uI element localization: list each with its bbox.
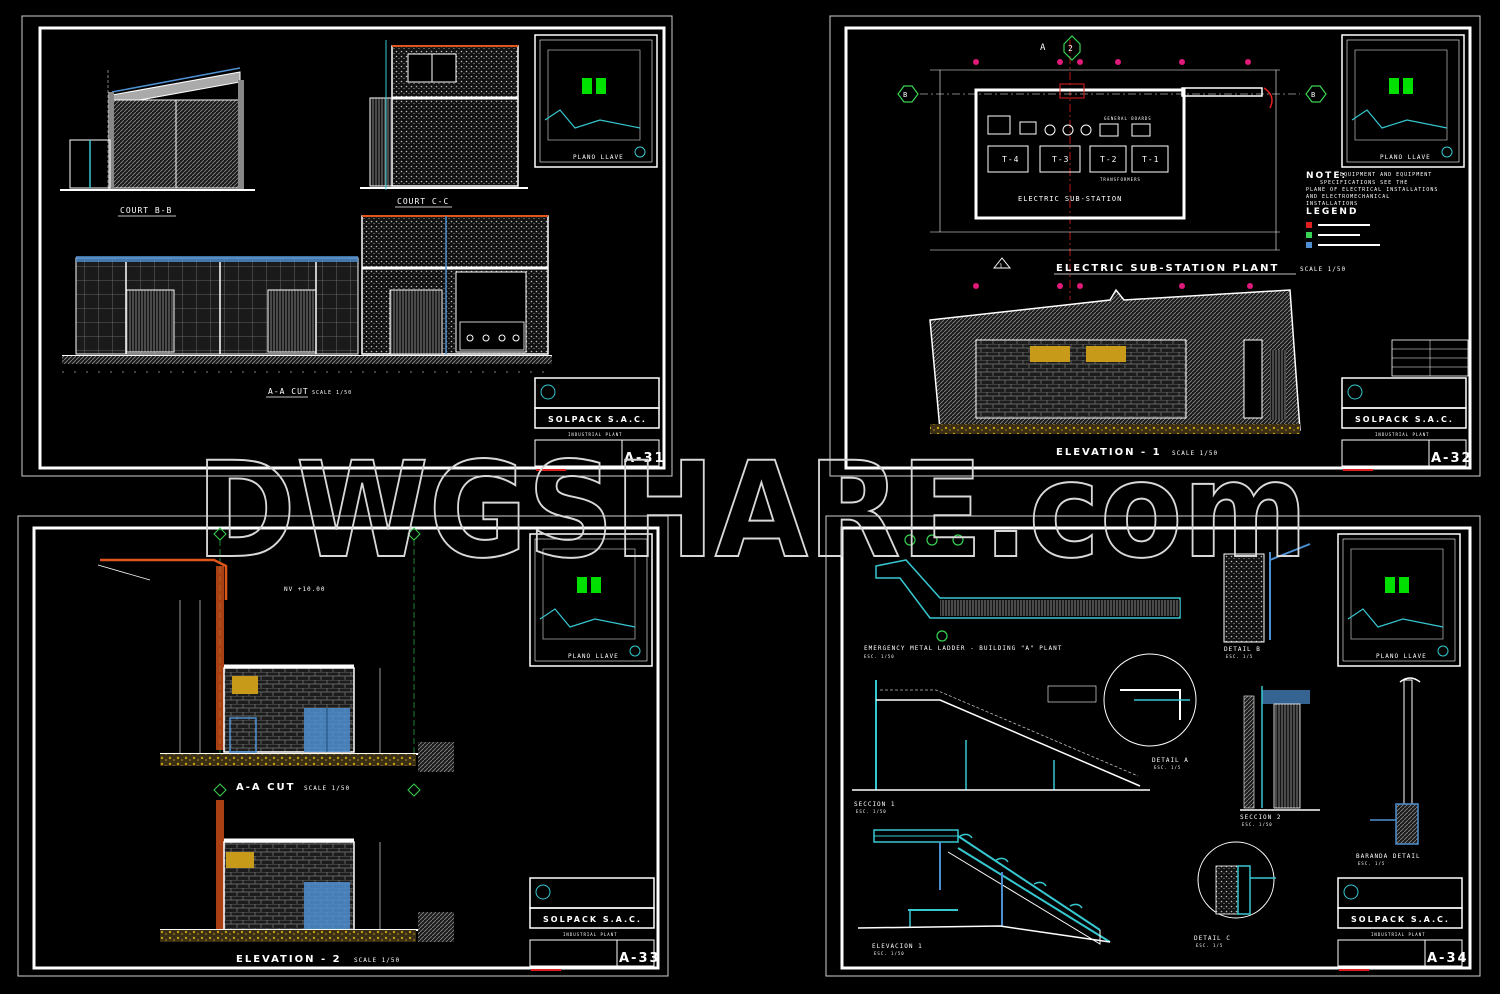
aa-cut-elevation-drawing: NV +10.00 A-A CUT SCALE 1/50: [97, 527, 454, 793]
project-name: INDUSTRIAL PLANT: [1375, 432, 1430, 437]
detail-a: DETAIL A ESC. 1/5: [1103, 653, 1197, 770]
axis-2-label: 2: [1068, 44, 1074, 53]
project-name: INDUSTRIAL PLANT: [1371, 932, 1426, 937]
company-name: SOLPACK S.A.C.: [1355, 415, 1454, 424]
aa-cut-scale: SCALE 1/50: [312, 390, 352, 396]
note-line-4: AND ELECTROMECHANICAL: [1306, 194, 1390, 200]
baranda-detail: BARANDA DETAIL ESC. 1/5: [1356, 677, 1421, 866]
sheet-number: A-31: [624, 451, 666, 466]
transformer-t2: T-2: [1100, 155, 1117, 164]
company-name: SOLPACK S.A.C.: [1351, 915, 1450, 924]
detail-b: DETAIL B ESC. 1/5: [1223, 543, 1311, 659]
emergency-ladder-plan: EMERGENCY METAL LADDER - BUILDING "A" PL…: [864, 534, 1181, 659]
transformer-t1: T-1: [1142, 155, 1159, 164]
key-plan-a33: PLANO LLAVE: [529, 533, 653, 667]
sheet-inner-border: [38, 26, 666, 470]
section-1-scale: ESC. 1/50: [856, 809, 887, 814]
section-1-stair: SECCION 1 ESC. 1/50: [852, 680, 1150, 814]
key-plan-label: PLANO LLAVE: [1376, 653, 1427, 660]
legend-title: LEGEND: [1306, 207, 1358, 217]
elevation-1-stair: ELEVACION 1 ESC. 1/50: [857, 829, 1111, 956]
transformers-label: TRANSFORMERS: [1100, 177, 1141, 182]
note-line-3: PLANE OF ELECTRICAL INSTALLATIONS: [1306, 187, 1438, 193]
section-2-title: SECCION 2: [1240, 814, 1282, 821]
court-cc-title: COURT C-C: [397, 197, 449, 206]
sheet-a31: COURT B-B COURT C-C: [21, 15, 673, 477]
note-line-1: EQUIPMENT AND EQUIPMENT: [1340, 172, 1432, 178]
detail-a-scale: ESC. 1/5: [1154, 765, 1181, 770]
company-name: SOLPACK S.A.C.: [543, 915, 642, 924]
aa-cut-scale: SCALE 1/50: [304, 785, 350, 792]
column-markers: [973, 59, 1251, 65]
elevation-1-scale: SCALE 1/50: [1172, 450, 1218, 457]
detail-c: DETAIL C ESC. 1/5: [1194, 841, 1276, 948]
sheet-number: A-32: [1431, 451, 1473, 466]
key-plan-a31: PLANO LLAVE: [534, 34, 658, 168]
sheet-a32: 2 A B B: [829, 15, 1481, 477]
ladder-title: EMERGENCY METAL LADDER - BUILDING "A" PL…: [864, 645, 1062, 652]
title-block-a33: SOLPACK S.A.C. INDUSTRIAL PLANT A-33: [529, 877, 661, 971]
detail-b-scale: ESC. 1/5: [1226, 654, 1253, 659]
ladder-scale: ESC. 1/50: [864, 654, 895, 659]
detail-c-scale: ESC. 1/5: [1196, 943, 1223, 948]
baranda-scale: ESC. 1/5: [1358, 861, 1385, 866]
note-legend: NOTE: EQUIPMENT AND EQUIPMENT SPECIFICAT…: [1306, 171, 1438, 248]
title-block-a31: SOLPACK S.A.C. INDUSTRIAL PLANT A-31: [534, 377, 666, 471]
note-line-5: INSTALLATIONS: [1306, 201, 1358, 207]
detail-a-title: DETAIL A: [1152, 757, 1189, 764]
sheet-a34: EMERGENCY METAL LADDER - BUILDING "A" PL…: [825, 515, 1481, 977]
substation-plant-scale: SCALE 1/50: [1300, 266, 1346, 273]
aa-cut-title: A-A CUT: [236, 782, 295, 793]
note-line-2: SPECIFICATIONS SEE THE: [1320, 180, 1408, 186]
axis-b-left: B: [903, 91, 908, 99]
elevation-1-drawing: ELEVATION - 1 SCALE 1/50: [929, 283, 1469, 458]
substation-plant-title: ELECTRIC SUB-STATION PLANT: [1056, 263, 1279, 274]
title-block-a34: SOLPACK S.A.C. INDUSTRIAL PLANT A-34: [1337, 877, 1469, 971]
note-title: NOTE:: [1306, 171, 1347, 181]
substation-room-label: ELECTRIC SUB-STATION: [1018, 195, 1122, 203]
transformer-t4: T-4: [1002, 155, 1019, 164]
project-name: INDUSTRIAL PLANT: [568, 432, 623, 437]
key-plan-label: PLANO LLAVE: [568, 653, 619, 660]
axis-b-right: B: [1311, 91, 1316, 99]
key-plan-label: PLANO LLAVE: [573, 154, 624, 161]
court-bb-title: COURT B-B: [120, 206, 172, 215]
watermark-text: DWGSHARE.com: [196, 434, 1308, 588]
general-boards-label: GENERAL BOARDS: [1104, 116, 1152, 121]
sheet-number: A-33: [619, 951, 661, 966]
sheet-a33: NV +10.00 A-A CUT SCALE 1/50: [17, 515, 669, 977]
sheet-outer-border: [21, 15, 673, 477]
project-name: INDUSTRIAL PLANT: [563, 932, 618, 937]
section-2-scale: ESC. 1/50: [1242, 822, 1273, 827]
sheet-number: A-34: [1427, 951, 1469, 966]
detail-b-title: DETAIL B: [1224, 646, 1261, 653]
axis-1-label: 1: [999, 263, 1004, 270]
court-cc-drawing: COURT C-C: [360, 40, 528, 208]
detail-c-title: DETAIL C: [1194, 935, 1231, 942]
axis-a-label: A: [1040, 43, 1046, 53]
company-name: SOLPACK S.A.C.: [548, 415, 647, 424]
baranda-title: BARANDA DETAIL: [1356, 853, 1421, 860]
transformer-t3: T-3: [1052, 155, 1069, 164]
level-marker: NV +10.00: [284, 586, 326, 593]
elevation-2-scale: SCALE 1/50: [354, 957, 400, 964]
section-1-title: SECCION 1: [854, 801, 896, 808]
substation-plan: 2 A B B: [897, 35, 1346, 300]
court-bb-drawing: COURT B-B: [60, 67, 255, 217]
key-plan-label: PLANO LLAVE: [1380, 154, 1431, 161]
key-plan-a34: PLANO LLAVE: [1337, 533, 1461, 667]
aa-cut-title: A-A CUT: [268, 387, 309, 396]
key-plan-a32: PLANO LLAVE: [1341, 34, 1465, 168]
aa-cut-drawing: A-A CUT SCALE 1/50: [62, 215, 552, 398]
elevation-1-title: ELEVATION - 1: [1056, 447, 1162, 458]
section-2: SECCION 2 ESC. 1/50: [1240, 686, 1320, 827]
elevation-1-stair-title: ELEVACION 1: [872, 943, 923, 950]
elevation-2-title: ELEVATION - 2: [236, 954, 342, 965]
elevation-1-stair-scale: ESC. 1/50: [874, 951, 905, 956]
title-block-a32: SOLPACK S.A.C. INDUSTRIAL PLANT A-32: [1341, 377, 1473, 471]
elevation-2-drawing: ELEVATION - 2 SCALE 1/50: [160, 783, 454, 965]
